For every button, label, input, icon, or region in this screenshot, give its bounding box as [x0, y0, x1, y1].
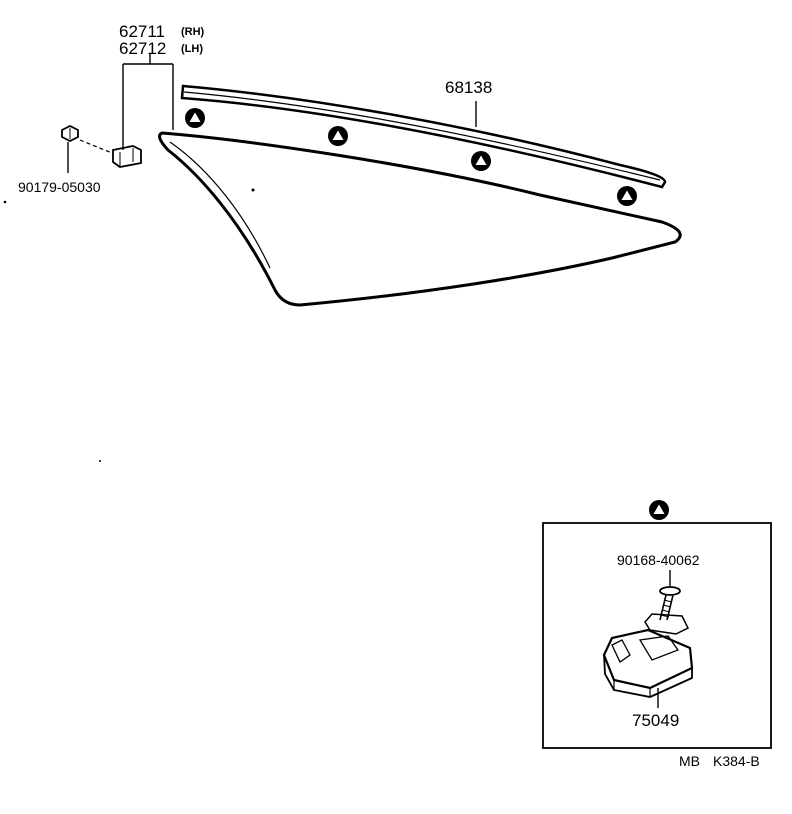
quarter-window-glass: [158, 131, 682, 307]
screw-install-dashline: [79, 139, 113, 154]
scan-speck: [3, 200, 7, 204]
clip-marker-icon: [185, 108, 205, 128]
footer-model: MB: [679, 753, 700, 769]
clip-marker-icon: [617, 186, 637, 206]
detail-clip-part: [602, 613, 694, 698]
scan-speck: [251, 188, 255, 192]
clip-marker-icon: [328, 126, 348, 146]
label-62712-side: (LH): [181, 43, 203, 55]
clip-marker-icon: [649, 500, 669, 520]
label-62711-side: (RH): [181, 26, 205, 38]
footer-code: K384-B: [713, 753, 760, 769]
label-75049: 75049: [632, 711, 679, 730]
label-68138: 68138: [445, 78, 492, 97]
clip-marker-icon: [471, 151, 491, 171]
screw-part: [61, 124, 79, 143]
label-90179-05030: 90179-05030: [18, 179, 101, 195]
label-90168-40062: 90168-40062: [617, 552, 700, 568]
label-62711: 62711: [119, 22, 165, 41]
scan-speck: [99, 460, 101, 462]
window-moulding: [180, 84, 667, 189]
detail-box: [542, 522, 772, 749]
clip-bracket-leader: [122, 54, 174, 150]
detail-screw-part: [659, 586, 681, 621]
window-clip-part: [112, 145, 142, 168]
label-62712: 62712: [119, 39, 166, 58]
